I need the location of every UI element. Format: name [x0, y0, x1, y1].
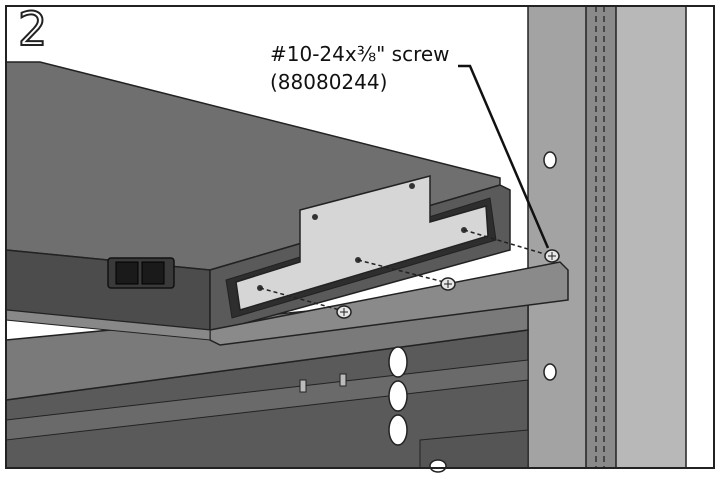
rail-hole-lower — [543, 363, 557, 381]
assembly-lines — [259, 229, 549, 311]
cabinet-slot-3 — [388, 414, 408, 446]
screw-2 — [440, 277, 456, 291]
callout-screw-spec: #10-24x⅜" screw — [270, 42, 450, 66]
screw-1 — [336, 305, 352, 319]
cabinet-slot-1 — [388, 346, 408, 378]
callout-leader-line — [458, 64, 550, 249]
rack-rail — [527, 6, 687, 468]
step-number: 2 — [17, 2, 48, 56]
callout-part-number: (88080244) — [270, 70, 388, 94]
rail-hole-upper — [543, 151, 557, 169]
cabinet-slot-2 — [388, 380, 408, 412]
screw-3 — [544, 249, 560, 263]
screw-callout: #10-24x⅜" screw (88080244) — [270, 40, 450, 96]
image-frame — [5, 5, 715, 469]
